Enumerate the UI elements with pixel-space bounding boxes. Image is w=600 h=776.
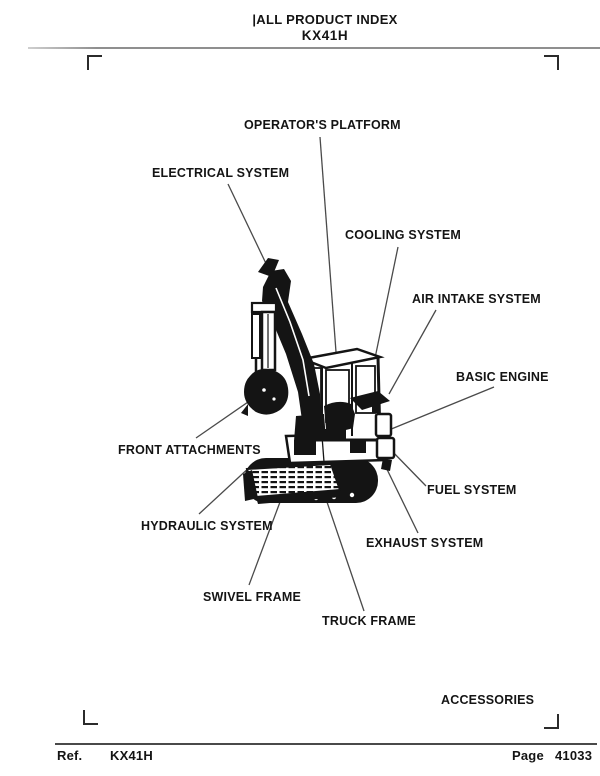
crop-mark-bottom-right — [544, 714, 559, 729]
callout-basic-engine: BASIC ENGINE — [456, 370, 549, 384]
callout-operators-platform: OPERATOR'S PLATFORM — [244, 118, 401, 132]
crop-mark-top-left — [87, 55, 102, 70]
leader-hydraulic-system — [198, 464, 253, 515]
page-header: |ALL PRODUCT INDEX KX41H — [252, 12, 398, 43]
leader-swivel-frame — [248, 493, 284, 586]
leader-basic-engine — [383, 386, 495, 433]
footer-page-label: Page — [512, 748, 544, 763]
callout-truck-frame: TRUCK FRAME — [322, 614, 416, 628]
footer-ref-label: Ref. — [57, 748, 83, 763]
footer-page-value: 41033 — [555, 748, 593, 763]
callout-exhaust-system: EXHAUST SYSTEM — [366, 536, 484, 550]
callout-air-intake-system: AIR INTAKE SYSTEM — [412, 292, 541, 306]
callout-electrical-system: ELECTRICAL SYSTEM — [152, 166, 290, 180]
leader-electrical-system — [227, 183, 272, 275]
model-code: KX41H — [301, 27, 349, 43]
callout-front-attachments: FRONT ATTACHMENTS — [118, 443, 261, 457]
leader-lines — [195, 136, 495, 612]
callout-cooling-system: COOLING SYSTEM — [345, 228, 462, 242]
excavator-drawing — [241, 258, 396, 504]
page-title: |ALL PRODUCT INDEX — [252, 12, 398, 27]
footer-rule — [55, 743, 597, 745]
callout-accessories: ACCESSORIES — [441, 693, 535, 707]
leader-operators-platform — [319, 136, 337, 353]
crop-mark-bottom-left — [83, 710, 98, 725]
leader-air-intake-system — [388, 309, 437, 395]
callout-hydraulic-system: HYDRAULIC SYSTEM — [141, 519, 273, 533]
callout-fuel-system: FUEL SYSTEM — [427, 483, 517, 497]
crop-mark-top-right — [544, 55, 559, 70]
callout-swivel-frame: SWIVEL FRAME — [203, 590, 302, 604]
leader-truck-frame — [326, 501, 365, 612]
footer-ref-value: KX41H — [110, 748, 153, 763]
header-rule — [28, 47, 600, 49]
leader-cooling-system — [373, 246, 399, 364]
